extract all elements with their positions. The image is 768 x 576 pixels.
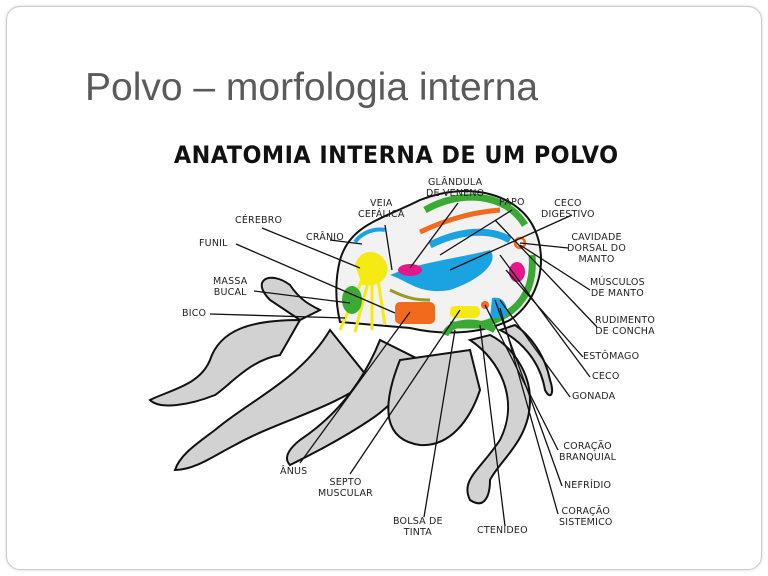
label-anus: ÂNUS (280, 466, 308, 477)
label-cavidade-dorsal-do-manto: CAVIDADE DORSAL DO MANTO (567, 232, 627, 265)
label-musculos-de-manto: MÚSCULOS DE MANTO (590, 277, 645, 299)
cerebro-shape (355, 251, 388, 286)
leader-lines (209, 202, 598, 527)
octopus-tentacles (148, 276, 554, 505)
label-massa-bucal: MASSA BUCAL (213, 276, 248, 298)
mantle-green-muscle (423, 193, 528, 227)
label-bico: BICO (182, 308, 207, 319)
label-coracao-branquial: CORAÇÃO BRANQUIAL (559, 441, 617, 463)
slide-frame (6, 6, 762, 570)
label-glandula-de-veneno: GLÂNDULA DE VENENO (426, 177, 485, 199)
diagram-heading: ANATOMIA INTERNA DE UM POLVO (173, 141, 619, 169)
label-rudimento-de-concha: RUDIMENTO DE CONCHA (595, 315, 656, 337)
gonada-shape (450, 306, 480, 318)
label-septo-muscular: SEPTO MUSCULAR (318, 477, 373, 499)
label-funil: FUNIL (199, 238, 228, 249)
label-veia-cefalica: VEIA CEFÁLICA (358, 198, 405, 220)
label-nefridio: NEFRÍDIO (564, 480, 612, 491)
label-ctenideo: CTENIDEO (477, 525, 528, 536)
cranio-shape (353, 227, 386, 244)
label-papo: PAPO (499, 197, 525, 208)
bolsa-tinta-shape (395, 302, 435, 324)
label-coracao-sistemico: CORAÇÃO SISTEMICO (559, 506, 613, 528)
label-cranio: CRÂNIO (306, 232, 344, 243)
massa-bucal-shape (342, 286, 362, 314)
slide-title: Polvo – morfologia interna (85, 66, 539, 109)
label-cerebro: CÉREBRO (235, 215, 283, 226)
digestive-shape (390, 250, 493, 292)
label-gonada: GONADA (572, 391, 616, 402)
label-estomago: ESTÔMAGO (583, 351, 640, 362)
label-bolsa-de-tinta: BOLSA DE TINTA (393, 516, 443, 538)
label-ceco: CECO (592, 371, 620, 382)
label-ceco-digestivo: CECO DIGESTIVO (541, 198, 595, 220)
glandula-shape (398, 264, 422, 276)
